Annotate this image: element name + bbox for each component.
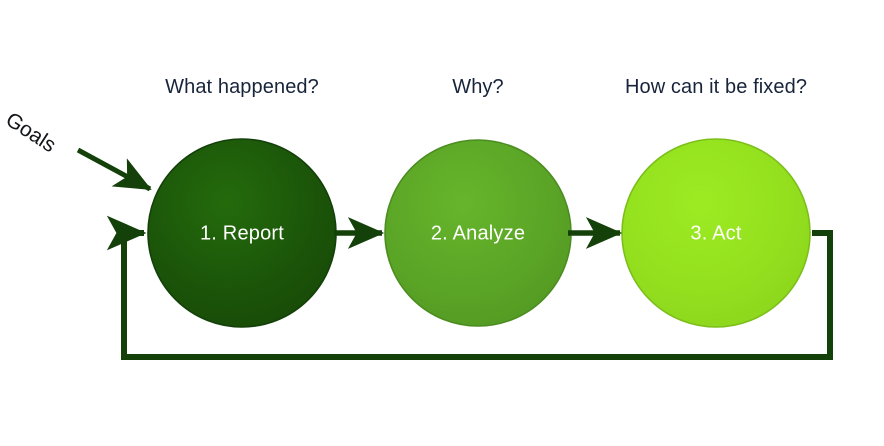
stage-label-analyze: 2. Analyze [430,222,526,245]
question-label-why: Why? [452,76,504,98]
feedback-loop-arrow [106,215,833,360]
stage-label-act: 3. Act [690,222,742,245]
question-label-how-can-it-be-fixed: How can it be fixed? [624,76,808,98]
goals-input-arrow [76,147,152,192]
stage-label-report: 1. Report [199,222,285,245]
question-label-what-happened: What happened? [165,76,319,98]
